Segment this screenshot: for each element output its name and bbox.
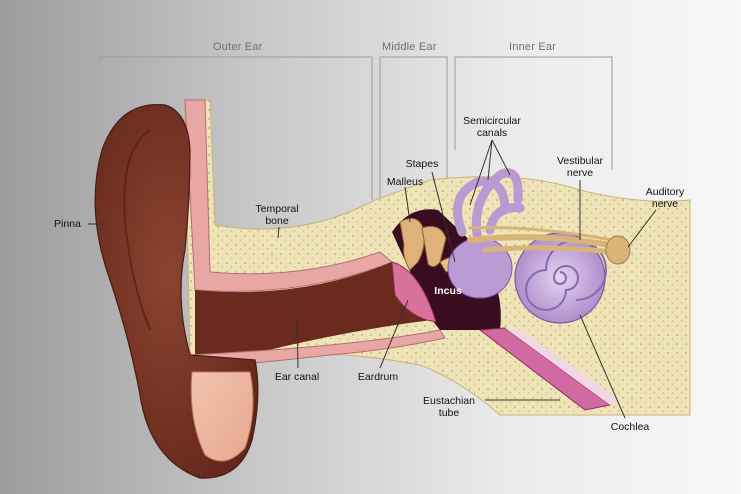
label-semicircular-line2: canals: [476, 127, 508, 139]
region-label-outer-ear: Outer Ear: [213, 41, 263, 53]
label-eardrum: Eardrum: [357, 371, 399, 383]
pinna-helix-fold: [123, 129, 151, 331]
label-semicircular-canals: Semicircular canals: [452, 115, 532, 139]
label-ear-canal: Ear canal: [274, 371, 320, 383]
label-temporal-bone-line1: Temporal: [255, 203, 299, 215]
nerves: [467, 226, 618, 255]
label-eustachian-line2: tube: [438, 407, 460, 419]
leader-lines: [88, 139, 657, 419]
region-label-middle-ear: Middle Ear: [382, 41, 437, 53]
middle-ear-bracket: [379, 56, 448, 205]
nerve-bundle: [605, 235, 631, 265]
label-stapes: Stapes: [405, 158, 439, 170]
label-incus: Incus: [434, 285, 462, 297]
label-temporal-bone: Temporal bone: [246, 203, 308, 227]
scalp-skin-strip: [184, 99, 393, 292]
label-semicircular-line1: Semicircular: [463, 115, 521, 127]
eardrum: [391, 261, 437, 323]
label-eustachian-line1: Eustachian: [423, 395, 475, 407]
label-vestibular-line2: nerve: [566, 167, 594, 179]
region-brackets: [99, 56, 613, 205]
label-vestibular-nerve: Vestibular nerve: [545, 155, 615, 179]
label-pinna: Pinna: [54, 218, 81, 230]
label-eustachian-tube: Eustachian tube: [410, 395, 488, 419]
label-vestibular-line1: Vestibular: [556, 155, 604, 167]
outer-ear-bracket: [99, 56, 373, 200]
malleus: [399, 217, 425, 271]
eustachian-tube-wall: [505, 328, 620, 405]
label-auditory-line1: Auditory: [645, 186, 685, 198]
earlobe: [190, 371, 254, 462]
region-label-inner-ear: Inner Ear: [509, 41, 557, 53]
inner-ear-bracket: [454, 56, 613, 170]
label-malleus: Malleus: [386, 176, 424, 188]
label-auditory-nerve: Auditory nerve: [632, 186, 698, 210]
ear-canal: [195, 262, 432, 358]
label-cochlea: Cochlea: [610, 421, 650, 433]
label-auditory-line2: nerve: [651, 198, 679, 210]
label-temporal-bone-line2: bone: [265, 215, 289, 227]
ear-canal-lining-bottom: [189, 329, 446, 369]
